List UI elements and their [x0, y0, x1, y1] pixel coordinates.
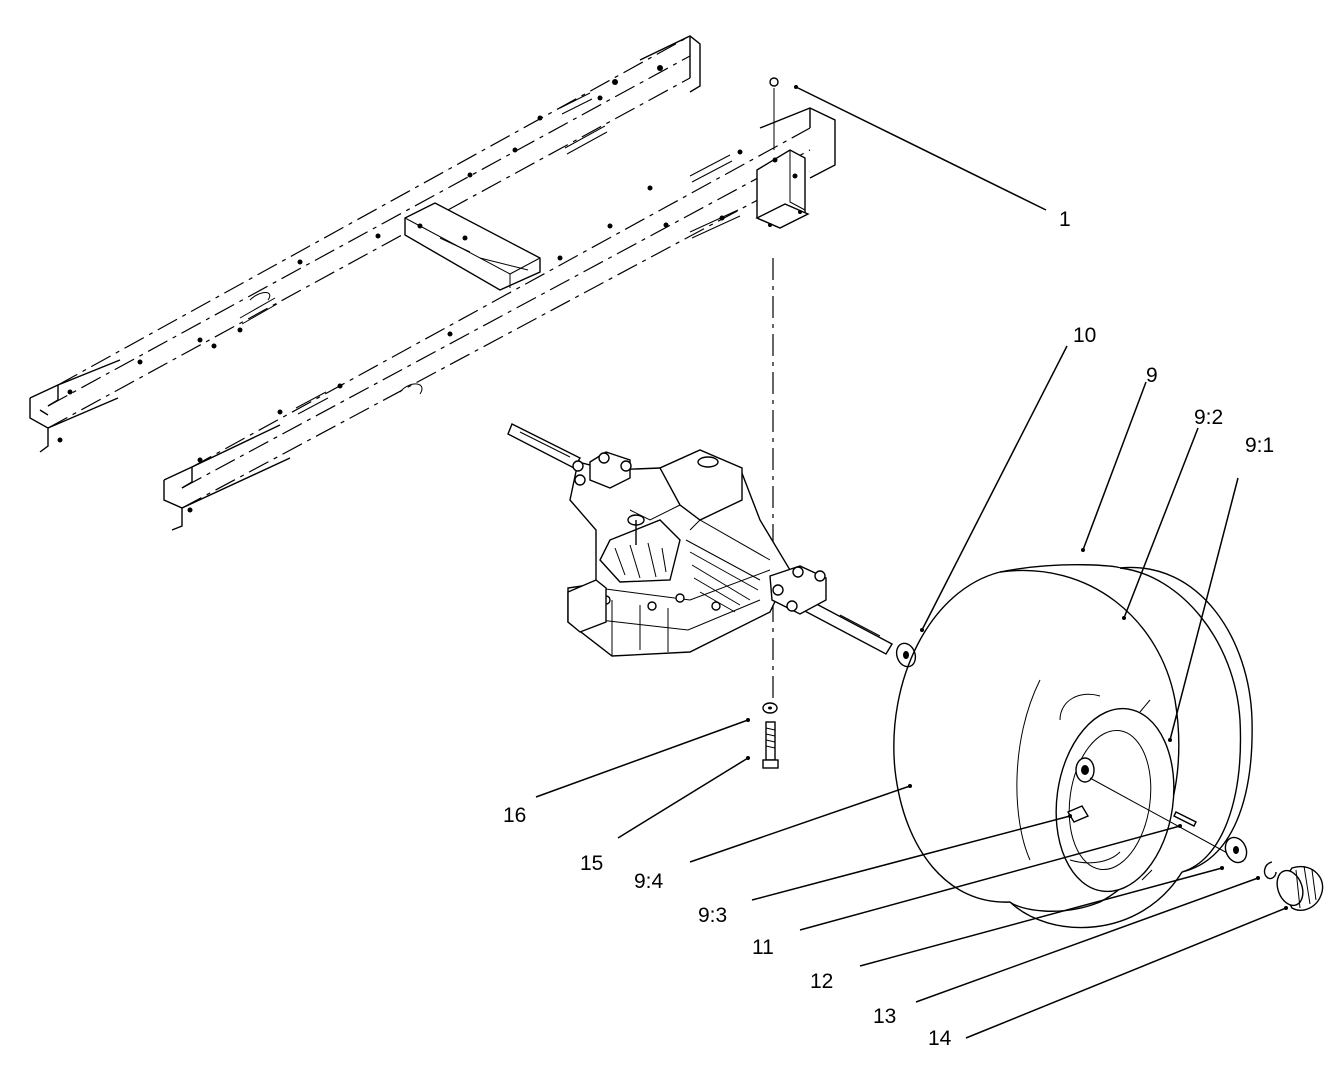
- washer-10: [895, 642, 917, 668]
- callout-9-3: 9:3: [698, 904, 727, 927]
- wheel-assembly: [893, 564, 1253, 929]
- callout-labels: 1 10 9 9:2 9:1 16 15 9:4 9:3 11 12 13 14: [503, 208, 1274, 1050]
- callout-16: 16: [503, 804, 526, 827]
- callout-9-1: 9:1: [1245, 434, 1274, 457]
- callout-15: 15: [580, 852, 603, 875]
- bolt-15: [762, 721, 779, 769]
- callout-1: 1: [1059, 208, 1071, 231]
- leader-lines: [535, 85, 1288, 1039]
- mounting-bracket: [755, 77, 810, 229]
- callout-10: 10: [1073, 324, 1096, 347]
- frame-rails: [29, 35, 836, 531]
- hub-cap-14: [1276, 865, 1324, 911]
- washer-12: [1224, 836, 1248, 864]
- washer-16: [762, 702, 778, 714]
- callout-9: 9: [1146, 364, 1158, 387]
- retaining-ring-13: [1263, 861, 1277, 880]
- callout-9-4: 9:4: [634, 870, 664, 893]
- callout-12: 12: [810, 970, 833, 993]
- callout-11: 11: [752, 936, 774, 959]
- transaxle: [507, 423, 893, 657]
- callout-14: 14: [928, 1027, 952, 1050]
- callout-9-2: 9:2: [1194, 406, 1223, 429]
- callout-13: 13: [873, 1005, 896, 1028]
